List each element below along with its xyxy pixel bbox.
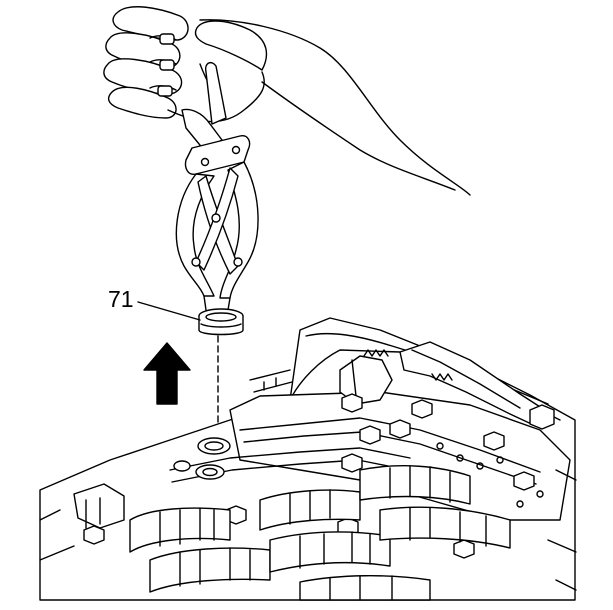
bolt [342, 394, 362, 412]
bolt [454, 540, 474, 558]
bolt [84, 526, 104, 544]
callout-leader-71 [138, 302, 200, 320]
seal-bore [198, 438, 230, 454]
forearm [200, 20, 470, 195]
bolt [360, 426, 380, 444]
arrow-up-icon [144, 343, 190, 404]
bolts [84, 394, 554, 558]
hand [104, 7, 470, 195]
bolt [390, 420, 410, 438]
bolt [342, 454, 362, 472]
bolt [514, 472, 534, 490]
bolt [412, 400, 432, 418]
bolt [530, 405, 554, 429]
valve-body-assembly [40, 318, 576, 600]
thumb [195, 21, 266, 70]
callout-label-71: 71 [108, 286, 134, 312]
seal-ring-71 [199, 309, 243, 335]
valve-spools [130, 466, 510, 600]
snap-ring-pliers [176, 63, 258, 310]
finger-1 [113, 7, 188, 40]
bolt [484, 432, 504, 450]
